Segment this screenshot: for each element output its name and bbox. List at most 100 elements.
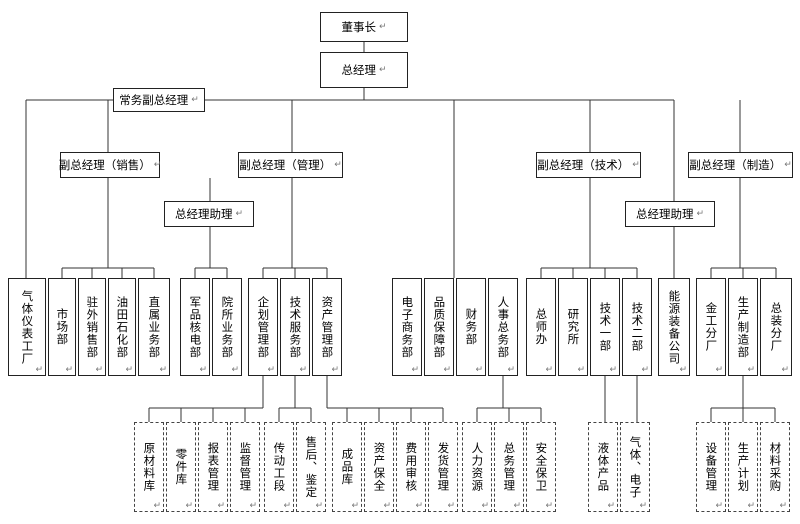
org-node-label: 报表管理 (206, 442, 221, 492)
org-node-label: 总师办 (534, 308, 549, 346)
org-node-label: 生产计划 (736, 442, 751, 492)
paragraph-mark-icon: ↵ (609, 365, 617, 375)
org-node-label: 技术二部 (630, 302, 645, 352)
org-node-hr-resources: 人力资源 ↵ (462, 422, 492, 512)
org-node-label: 企划管理部 (256, 295, 271, 359)
org-node-label: 成品库 (340, 448, 355, 486)
paragraph-mark-icon: ↵ (475, 365, 483, 375)
paragraph-mark-icon: ↵ (283, 501, 291, 511)
paragraph-mark-icon: ↵ (639, 501, 647, 511)
org-node-expense-audit: 费用审核↵ (396, 422, 426, 512)
paragraph-mark-icon: ↵ (715, 501, 723, 511)
org-node-assembly-factory: 总装分厂↵ (760, 278, 792, 376)
paragraph-mark-icon: ↵ (447, 501, 455, 511)
org-node-label: 资产保全 (372, 442, 387, 492)
org-node-label: 气体仪表工厂 (20, 289, 35, 365)
org-node-quality-dept: 品质保障部↵ (424, 278, 454, 376)
paragraph-mark-icon: ↵ (125, 365, 133, 375)
org-node-exec-vgm: 常务副总经理↵ (113, 88, 205, 112)
org-node-equipment-mgmt: 设备管理 ↵ (696, 422, 726, 512)
org-node-label: 市场部 (55, 308, 70, 346)
org-node-tech-service-dept: 技术服务部 ↵ (280, 278, 310, 376)
paragraph-mark-icon: ↵ (351, 501, 359, 511)
org-node-label: 人事总务部 (496, 295, 511, 359)
org-node-asset-security: 资产保全↵ (364, 422, 394, 512)
org-node-label: 生产制造部 (736, 295, 751, 359)
paragraph-mark-icon: ↵ (607, 501, 615, 511)
paragraph-mark-icon: ↵ (35, 365, 43, 375)
paragraph-mark-icon: ↵ (641, 365, 649, 375)
paragraph-mark-icon: ↵ (411, 365, 419, 375)
org-node-finished-store: 成品库 ↵ (332, 422, 362, 512)
paragraph-mark-icon: ↵ (545, 365, 553, 375)
org-node-field-sales-dept: 驻外销售部↵ (78, 278, 106, 376)
org-node-vgm-tech: 副总经理（技术）↵ (536, 152, 641, 178)
paragraph-mark-icon: ↵ (679, 365, 687, 375)
org-node-production-dept: 生产制造部↵ (728, 278, 758, 376)
org-node-material-purchase: 材料采购 ↵ (760, 422, 790, 512)
org-node-label: 设备管理 (704, 442, 719, 492)
org-node-gas-electronics: 气体、电子 ↵ (620, 422, 650, 512)
org-node-ecommerce-dept: 电子商务部 ↵ (392, 278, 422, 376)
org-node-vgm-sales: 副总经理（销售）↵ (58, 152, 161, 178)
org-node-label: 董事长 (341, 19, 376, 34)
paragraph-mark-icon: ↵ (65, 365, 73, 375)
org-node-label: 气体、电子 (628, 435, 643, 499)
org-node-label: 电子商务部 (400, 295, 415, 359)
org-node-tech-dept-1: 技术一部 ↵ (590, 278, 620, 376)
org-node-label: 研究所 (566, 308, 581, 346)
org-node-label: 监督管理 (238, 442, 253, 492)
org-node-raw-material-store: 原材料库↵ (134, 422, 164, 512)
org-node-instrument-factory: 气体仪表工厂↵ (8, 278, 46, 376)
org-node-market-dept: 市场部 ↵ (48, 278, 76, 376)
paragraph-mark-icon: ↵ (781, 365, 789, 375)
paragraph-mark-icon: ↵ (315, 501, 323, 511)
org-node-transmission-work: 传动工段↵ (264, 422, 294, 512)
org-node-metalwork-factory: 金工分厂 ↵ (696, 278, 726, 376)
org-node-label: 技术一部 (598, 302, 613, 352)
org-node-label: 总经理 (341, 62, 376, 77)
org-node-petro-dept: 油田石化部↵ (108, 278, 136, 376)
paragraph-mark-icon: ↵ (481, 501, 489, 511)
org-node-label: 副总经理（管理） (239, 157, 332, 172)
paragraph-mark-icon: ↵ (331, 365, 339, 375)
org-node-research-inst: 研究所↵ (558, 278, 588, 376)
paragraph-mark-icon: ↵ (715, 365, 723, 375)
paragraph-mark-icon: ↵ (513, 501, 521, 511)
org-node-energy-company: 能源装备公司↵ (658, 278, 690, 376)
org-node-label: 技术服务部 (288, 295, 303, 359)
org-node-asset-dept: 资产管理部 ↵ (312, 278, 342, 376)
paragraph-mark-icon: ↵ (632, 159, 640, 170)
org-node-military-dept: 军品核电部↵ (180, 278, 210, 376)
paragraph-mark-icon: ↵ (217, 501, 225, 511)
org-node-vgm-mfg: 副总经理（制造）↵ (688, 152, 793, 178)
org-node-after-sales: 售后、鉴定↵ (296, 422, 326, 512)
org-node-label: 零件库 (174, 448, 189, 486)
paragraph-mark-icon: ↵ (779, 501, 787, 511)
org-node-supervision-mgmt: 监督管理↵ (230, 422, 260, 512)
paragraph-mark-icon: ↵ (299, 365, 307, 375)
org-node-label: 副总经理（技术） (537, 157, 630, 172)
org-node-shipping-mgmt: 发货管理 ↵ (428, 422, 458, 512)
org-node-label: 财务部 (464, 308, 479, 346)
paragraph-mark-icon: ↵ (185, 501, 193, 511)
org-node-direct-biz-dept: 直属业务部 ↵ (138, 278, 170, 376)
org-node-label: 人力资源 (470, 442, 485, 492)
org-node-label: 总经理助理 (174, 206, 233, 221)
org-node-production-plan: 生产计划↵ (728, 422, 758, 512)
org-node-label: 直属业务部 (147, 295, 162, 359)
paragraph-mark-icon: ↵ (545, 501, 553, 511)
org-node-label: 发货管理 (436, 442, 451, 492)
org-node-label: 资产管理部 (320, 295, 335, 359)
paragraph-mark-icon: ↵ (443, 365, 451, 375)
paragraph-mark-icon: ↵ (199, 365, 207, 375)
org-node-institute-dept: 院所业务部↵ (212, 278, 242, 376)
org-node-label: 金工分厂 (704, 302, 719, 352)
org-node-label: 副总经理（销售） (58, 157, 151, 172)
org-node-label: 材料采购 (768, 442, 783, 492)
org-node-gm-assist-1: 总经理助理↵ (164, 201, 254, 227)
org-node-label: 总经理助理 (635, 206, 694, 221)
paragraph-mark-icon: ↵ (153, 501, 161, 511)
paragraph-mark-icon: ↵ (267, 365, 275, 375)
paragraph-mark-icon: ↵ (159, 365, 167, 375)
